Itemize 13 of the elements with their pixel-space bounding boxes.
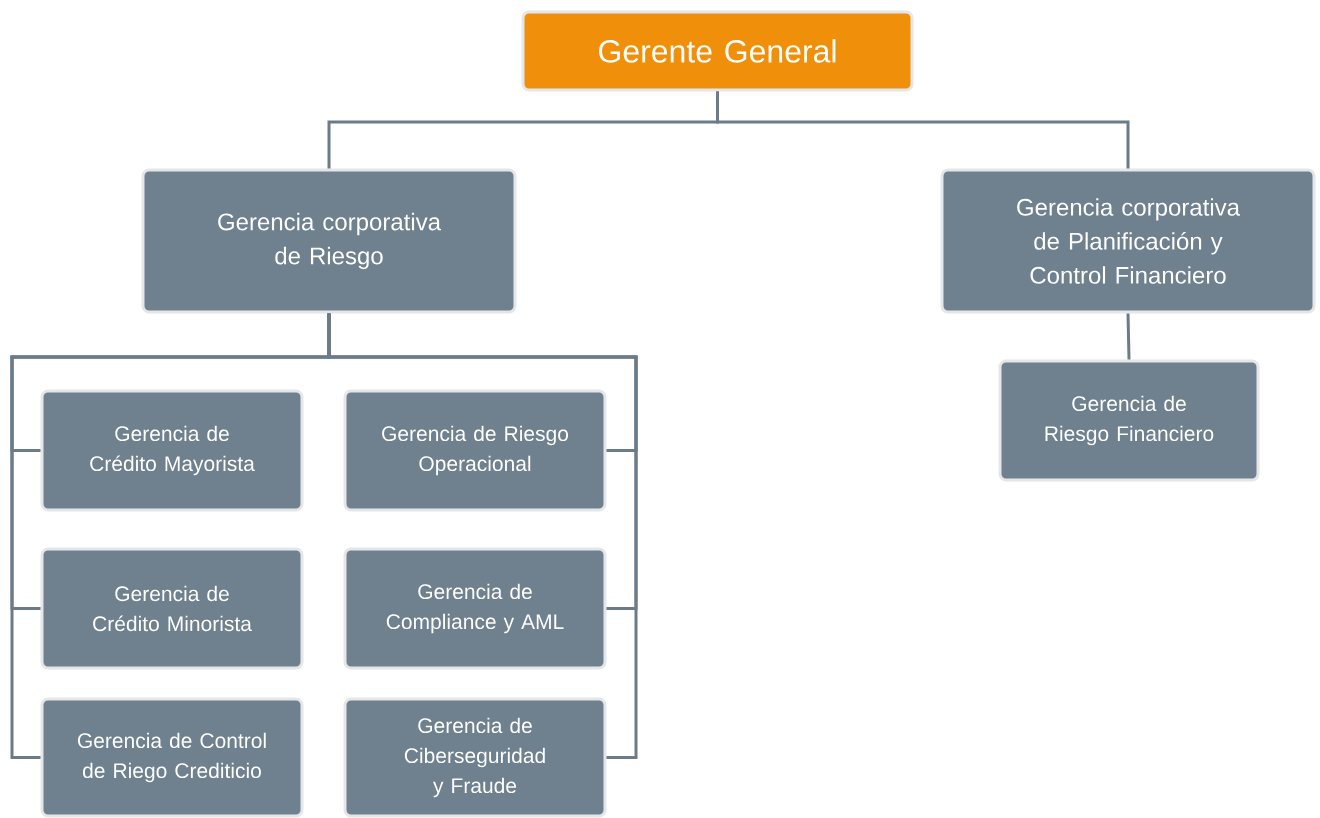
department-box: Gerencia de Ciberseguridad y Fraude bbox=[343, 697, 607, 818]
connector-line bbox=[1126, 313, 1131, 360]
department-box: Gerencia de Compliance y AML bbox=[343, 547, 607, 670]
department-box: Gerencia corporativa de Planificación y Control Financiero bbox=[940, 168, 1316, 314]
department-box: Gerencia de Riesgo Operacional bbox=[343, 389, 607, 512]
department-box: Gerencia de Control de Riego Crediticio bbox=[40, 697, 304, 818]
connector-line bbox=[716, 91, 1130, 169]
department-box: Gerencia de Crédito Minorista bbox=[40, 547, 304, 670]
department-box: Gerencia de Crédito Mayorista bbox=[40, 389, 304, 512]
connector-line bbox=[327, 313, 638, 759]
department-box: Gerencia corporativa de Riesgo bbox=[141, 168, 517, 314]
department-box: Gerencia de Riesgo Financiero bbox=[998, 359, 1260, 482]
manager-box: Gerente General bbox=[521, 10, 914, 92]
